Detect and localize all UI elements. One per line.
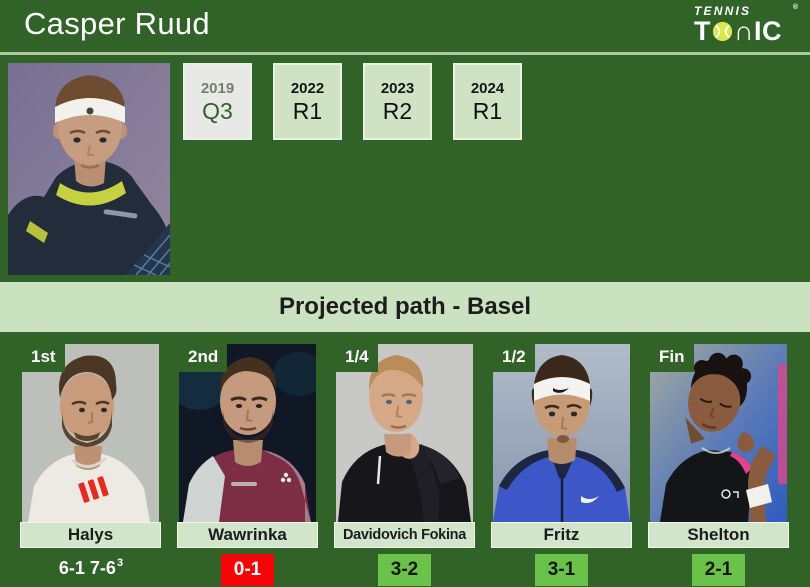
round-badge: 2nd (179, 344, 228, 373)
player-photo-davidovich-fokina: 1/4 (336, 344, 473, 522)
player-score: 2-1 (691, 554, 746, 586)
round-badge: Fin (650, 344, 694, 373)
result-box-2024: 2024 R1 (453, 63, 522, 140)
player-score: 3-2 (377, 554, 432, 586)
tennis-ball-icon (712, 21, 733, 42)
opponent-card-shelton: Fin Shelton 2-1 (648, 344, 789, 586)
result-year: 2022 (290, 79, 325, 97)
player-name: Fritz (491, 522, 632, 548)
round-badge: 1/2 (493, 344, 535, 373)
player-name: Halys (20, 522, 161, 548)
tennis-tonic-logo: TENNIS ® T ∩IC (694, 4, 798, 46)
registered-trademark-symbol: ® (792, 4, 798, 11)
player-score: 3-1 (534, 554, 589, 586)
round-badge: 1/4 (336, 344, 378, 373)
player-name: Davidovich Fokina (334, 522, 475, 548)
player-score: 6-1 7-63 (58, 557, 124, 578)
player-photo-fritz: 1/2 (493, 344, 630, 522)
header-bar: Casper Ruud TENNIS ® T ∩IC (0, 0, 810, 55)
player-photo-wawrinka: 2nd (179, 344, 316, 522)
result-round: R2 (382, 97, 413, 124)
section-band: Projected path - Basel (0, 282, 810, 332)
result-round: Q3 (202, 97, 233, 124)
player-name: Wawrinka (177, 522, 318, 548)
opponent-card-davidovich-fokina: 1/4 Davidovich Fokina 3-2 (334, 344, 475, 586)
player-photo-halys: 1st (22, 344, 159, 522)
result-round: R1 (292, 97, 323, 124)
logo-tennis-text: TENNIS (694, 4, 752, 18)
result-year: 2023 (380, 79, 415, 97)
result-round: R1 (472, 97, 503, 124)
section-title: Projected path - Basel (278, 293, 532, 320)
result-box-2023: 2023 R2 (363, 63, 432, 140)
opponent-card-fritz: 1/2 Fritz 3-1 (491, 344, 632, 586)
result-year: 2024 (470, 79, 505, 97)
logo-wordmark-top: TENNIS ® (694, 4, 798, 18)
player-photo-shelton: Fin (650, 344, 787, 522)
player-name: Shelton (648, 522, 789, 548)
logo-wordmark-main: T ∩IC (694, 16, 782, 46)
player-score: 0-1 (220, 554, 275, 586)
round-badge: 1st (22, 344, 65, 373)
tiebreak-superscript: 3 (116, 557, 124, 569)
result-box-2022: 2022 R1 (273, 63, 342, 140)
result-year: 2019 (200, 79, 235, 97)
player-photo-casper-ruud (8, 63, 170, 275)
year-results: 2019 Q3 2022 R1 2023 R2 2024 R1 (183, 63, 522, 140)
result-box-2019: 2019 Q3 (183, 63, 252, 140)
page-title: Casper Ruud (24, 6, 210, 41)
opponent-card-halys: 1st Halys 6-1 7-63 (20, 344, 161, 578)
opponent-card-wawrinka: 2nd Wawrinka 0-1 (177, 344, 318, 586)
